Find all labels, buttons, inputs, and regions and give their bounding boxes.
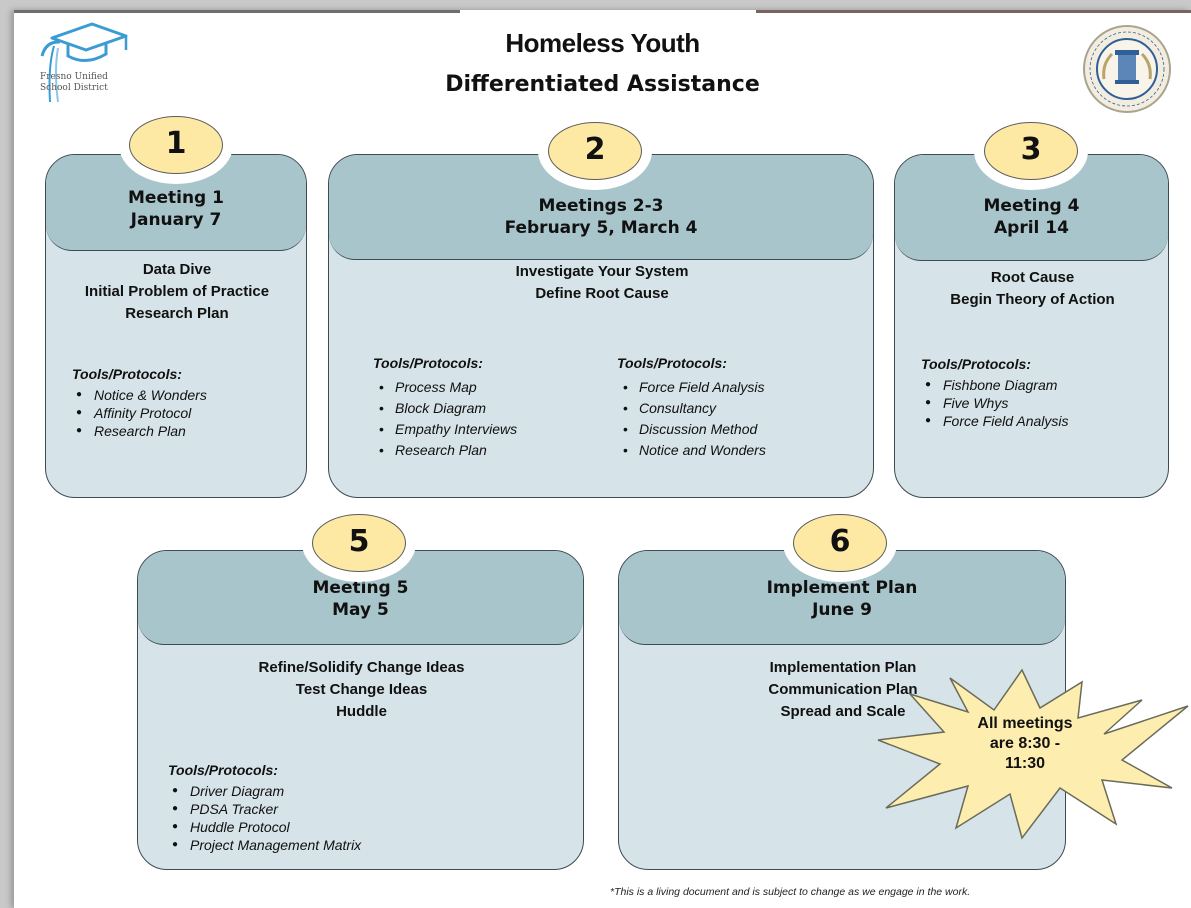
meeting-1-badge: 1 — [129, 116, 223, 174]
meeting-1-tools: Tools/Protocols: Notice & Wonders Affini… — [72, 365, 207, 440]
meeting-5-content: Refine/Solidify Change Ideas Test Change… — [258, 659, 465, 720]
meeting-2-3-content: Investigate Your System Define Root Caus… — [515, 263, 689, 302]
document-page: Fresno Unified School District Homeless … — [14, 10, 1191, 908]
tool-item: Notice & Wonders — [72, 386, 207, 404]
meeting-5-card: Meeting 5 May 5 Refine/Solidify Change I… — [137, 550, 584, 870]
meeting-2-3-badge: 2 — [548, 122, 642, 180]
page-subtitle: Differentiated Assistance — [445, 72, 760, 97]
implement-plan-content: Implementation Plan Communication Plan S… — [768, 659, 918, 720]
tool-item: Process Map — [373, 377, 517, 398]
tool-item: Five Whys — [921, 394, 1069, 412]
implement-plan-badge: 6 — [793, 514, 887, 572]
meeting-5-badge: 5 — [312, 514, 406, 572]
meeting-time-callout: All meetings are 8:30 - 11:30 — [977, 715, 1073, 772]
tool-item: Research Plan — [373, 440, 517, 461]
starburst-callout-icon — [877, 668, 1189, 840]
tool-item: Affinity Protocol — [72, 404, 207, 422]
meeting-4-card: Meeting 4 April 14 Root Cause Begin Theo… — [894, 154, 1169, 498]
top-rule-right — [756, 10, 1191, 13]
meeting-4-content: Root Cause Begin Theory of Action — [950, 269, 1115, 308]
tool-item: Fishbone Diagram — [921, 376, 1069, 394]
fresno-unified-logo-icon — [40, 22, 128, 102]
meeting-4-tools: Tools/Protocols: Fishbone Diagram Five W… — [921, 355, 1069, 430]
tool-item: Force Field Analysis — [921, 412, 1069, 430]
tool-item: Consultancy — [617, 398, 766, 419]
meeting-2-3-card: Meetings 2-3 February 5, March 4 Investi… — [328, 154, 874, 498]
meeting-2-3-tools-right: Tools/Protocols: Force Field Analysis Co… — [617, 353, 766, 461]
page-title: Homeless Youth — [505, 28, 700, 58]
meeting-2-3-tools-left: Tools/Protocols: Process Map Block Diagr… — [373, 353, 517, 461]
fresno-unified-logo-text: Fresno Unified School District — [40, 72, 108, 93]
top-rule-left — [14, 10, 460, 13]
tool-item: Huddle Protocol — [168, 818, 361, 836]
footnote: *This is a living document and is subjec… — [610, 886, 971, 898]
tool-item: Discussion Method — [617, 419, 766, 440]
tool-item: Empathy Interviews — [373, 419, 517, 440]
meeting-1-content: Data Dive Initial Problem of Practice Re… — [84, 261, 270, 322]
tool-item: Notice and Wonders — [617, 440, 766, 461]
meeting-5-tools: Tools/Protocols: Driver Diagram PDSA Tra… — [168, 761, 361, 854]
meeting-4-badge: 3 — [984, 122, 1078, 180]
county-seal-icon — [1083, 25, 1171, 113]
tool-item: Force Field Analysis — [617, 377, 766, 398]
tool-item: PDSA Tracker — [168, 800, 361, 818]
tool-item: Research Plan — [72, 422, 207, 440]
tool-item: Project Management Matrix — [168, 836, 361, 854]
meeting-1-card: Meeting 1 January 7 Data Dive Initial Pr… — [45, 154, 307, 498]
tool-item: Driver Diagram — [168, 782, 361, 800]
tool-item: Block Diagram — [373, 398, 517, 419]
